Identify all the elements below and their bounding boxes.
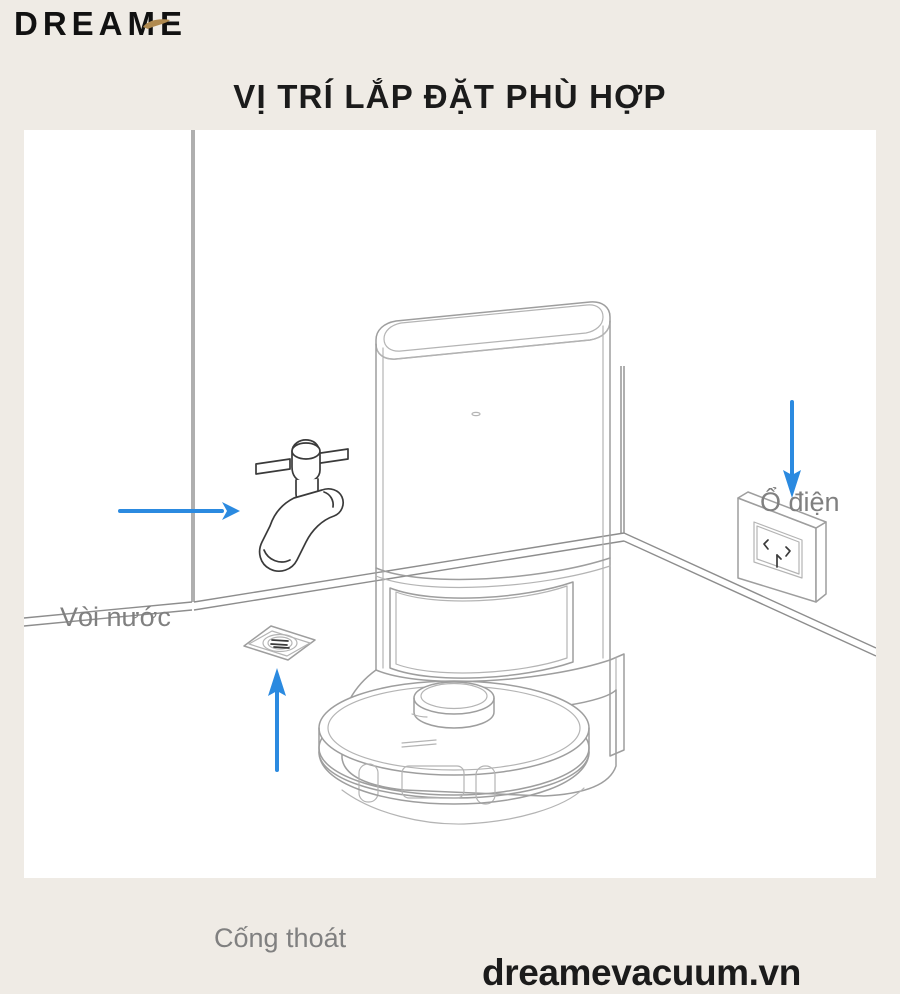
room-corner-left <box>191 130 195 602</box>
dreame-logo: DREAME <box>14 4 274 48</box>
arrow-to-faucet <box>118 502 240 520</box>
robot-vacuum-icon <box>318 680 590 825</box>
room-corner-right <box>620 366 625 533</box>
faucet-icon <box>255 439 349 572</box>
callout-label-drain: Cống thoát <box>214 923 347 953</box>
website-url: dreamevacuum.vn <box>482 952 801 993</box>
arrow-to-outlet <box>783 400 801 498</box>
illustration-panel: .rl { fill:none; stroke:#8d8d8d; stroke-… <box>24 130 876 993</box>
callout-label-faucet: Vòi nước <box>60 602 171 632</box>
callout-label-outlet: Ổ điện <box>760 487 840 517</box>
page-root: DREAME VỊ TRÍ LẮP ĐẶT PHÙ HỢP .rl { fill… <box>14 4 876 993</box>
arrow-to-drain <box>268 668 286 772</box>
dreame-wordmark: DREAME <box>14 5 188 42</box>
floor-drain-icon <box>243 625 316 661</box>
power-outlet-icon <box>737 491 827 603</box>
scene-illustration: .rl { fill:none; stroke:#8d8d8d; stroke-… <box>24 130 876 878</box>
page-title: VỊ TRÍ LẮP ĐẶT PHÙ HỢP <box>233 78 667 115</box>
